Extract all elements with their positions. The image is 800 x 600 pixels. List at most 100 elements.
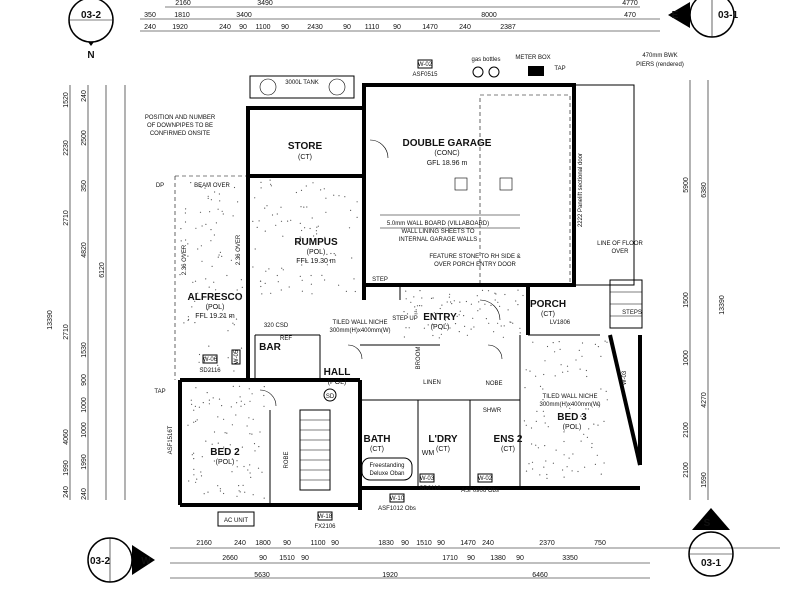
floor-speckle-dot [542,399,544,401]
svg-text:240: 240 [81,488,88,500]
floor-speckle-dot [288,286,290,288]
floor-speckle-dot [203,493,205,495]
svg-text:LINEN: LINEN [423,380,441,386]
floor-speckle-dot [542,388,544,390]
svg-text:NOBE: NOBE [485,381,502,387]
svg-text:Deluxe Oban: Deluxe Oban [369,471,404,477]
room-alfresco: ALFRESCO (POL) FFL 19.21 m [188,292,243,320]
floor-speckle-dot [317,225,319,227]
floor-speckle-dot [221,405,223,407]
floor-speckle-dot [252,418,254,420]
floor-speckle-dot [218,193,220,195]
svg-text:INTERNAL GARAGE WALLS: INTERNAL GARAGE WALLS [399,237,478,243]
svg-text:1470: 1470 [422,24,438,31]
floor-speckle-dot [236,289,238,291]
svg-text:2100: 2100 [683,462,690,478]
svg-text:ASF0906 Obs: ASF0906 Obs [461,488,499,494]
svg-text:ALFRESCO: ALFRESCO [188,292,243,303]
floor-speckle-dot [463,315,465,317]
floor-speckle-dot [193,421,195,423]
floor-speckle-dot [596,454,598,456]
floor-speckle-dot [305,243,307,246]
room-bath: BATH (CT) [363,434,390,453]
svg-text:L'DRY: L'DRY [428,434,458,445]
floor-speckle-dot [449,327,451,329]
floor-speckle-dot [477,310,479,312]
floor-speckle-dot [515,300,517,302]
floor-speckle-dot [451,303,453,305]
floor-speckle-dot [449,293,451,295]
svg-text:TAP: TAP [554,66,565,72]
svg-text:240: 240 [63,486,70,498]
floor-speckle-dot [197,248,199,250]
svg-text:LV1806: LV1806 [550,320,571,326]
svg-text:ENS 2: ENS 2 [494,434,523,445]
floor-speckle-dot [230,406,232,408]
floor-speckle-dot [223,446,225,448]
svg-text:90: 90 [259,555,267,562]
floor-speckle-dot [419,305,421,307]
ac-unit: AC UNIT [217,511,255,527]
svg-text:(CT): (CT) [501,446,515,453]
floor-speckle-dot [223,492,225,495]
svg-text:240: 240 [482,540,494,547]
floor-speckle-dot [215,355,218,357]
floor-speckle-dot [211,443,213,445]
floor-speckle-dot [200,475,203,477]
floor-speckle-dot [567,370,569,372]
floor-speckle-dot [247,469,249,471]
floor-speckle-dot [213,460,215,462]
svg-text:1530: 1530 [81,342,88,358]
floor-speckle-dot [562,371,564,373]
floor-speckle-dot [244,491,246,493]
floor-speckle-dot [525,470,528,472]
floor-speckle-dot [257,467,260,469]
floor-speckle-dot [535,375,537,377]
floor-speckle-dot [231,298,233,300]
svg-text:ENTRY: ENTRY [423,312,457,323]
svg-text:Freestanding: Freestanding [369,463,404,469]
svg-text:W-03: W-03 [420,476,435,482]
svg-text:1990: 1990 [81,454,88,470]
svg-text:CONFIRMED ONSITE: CONFIRMED ONSITE [150,131,210,137]
svg-text:2160: 2160 [175,0,191,7]
floor-speckle-dot [572,453,574,455]
floor-speckle-dot [603,420,605,422]
floor-speckle-dot [208,403,210,405]
floor-speckle-dot [410,301,412,303]
floor-speckle-dot [470,303,472,305]
floor-speckle-dot [441,304,443,306]
floor-speckle-dot [215,289,217,291]
floor-speckle-dot [213,281,215,283]
floor-speckle-dot [195,481,197,483]
floor-speckle-dot [577,470,579,473]
svg-text:1470: 1470 [460,540,476,547]
svg-text:W-02: W-02 [418,62,433,68]
svg-text:STORE: STORE [288,141,323,152]
floor-speckle-dot [208,345,210,347]
floor-speckle-dot [356,201,358,203]
floor-speckle-dot [305,185,307,187]
svg-text:3490: 3490 [257,0,273,7]
floor-speckle-dot [250,476,252,478]
floor-speckle-dot [495,293,497,295]
floor-speckle-dot [240,279,242,281]
floor-speckle-dot [324,236,326,238]
floor-speckle-dot [525,369,527,371]
svg-text:5630: 5630 [254,572,270,579]
floor-speckle-dot [543,373,545,376]
floor-speckle-dot [448,296,450,298]
svg-text:90: 90 [283,540,291,547]
svg-text:6460: 6460 [532,572,548,579]
floor-speckle-dot [311,293,313,295]
floor-speckle-dot [260,285,262,288]
svg-text:POSITION AND NUMBER: POSITION AND NUMBER [145,115,216,121]
svg-text:90: 90 [467,555,475,562]
floor-speckle-dot [231,424,233,426]
floor-speckle-dot [210,240,212,242]
svg-text:BATH: BATH [363,434,390,445]
svg-text:WALL LINING SHEETS TO: WALL LINING SHEETS TO [401,229,474,235]
floor-speckle-dot [494,292,496,294]
floor-speckle-dot [542,410,545,412]
floor-speckle-dot [222,213,224,215]
